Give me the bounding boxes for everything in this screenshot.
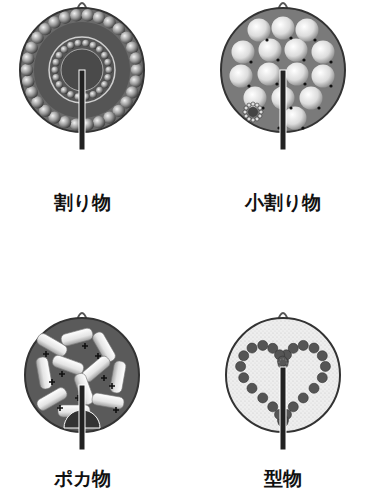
kowarimono-shell (221, 3, 345, 150)
pokamono-shell (25, 313, 139, 450)
katamono-shell (226, 313, 340, 450)
shell-type-label: 型物 (264, 466, 302, 492)
warimono-shell (20, 3, 144, 150)
shell-type-label: 小割り物 (245, 190, 321, 216)
shell-type-label: 割り物 (54, 190, 111, 216)
shell-type-label: ポカ物 (54, 466, 111, 492)
